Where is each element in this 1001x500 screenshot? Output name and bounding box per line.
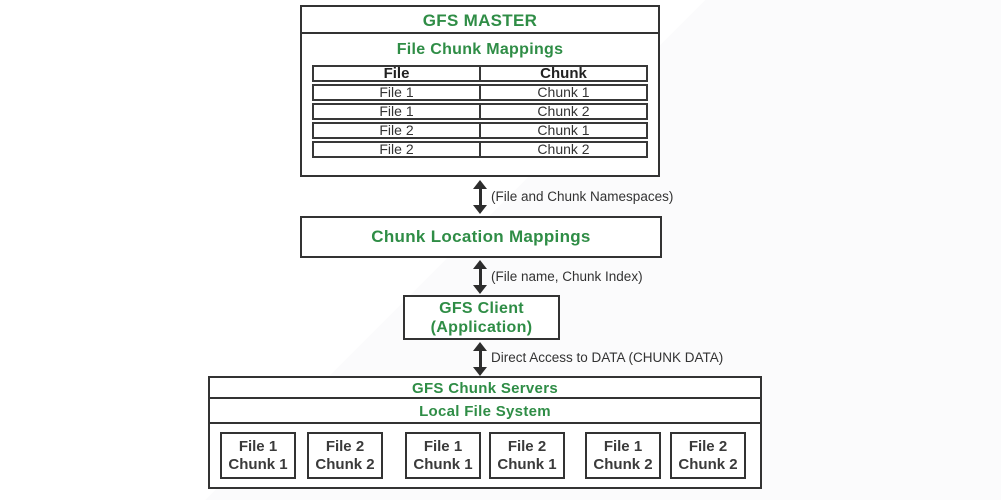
chunk-label: Chunk 1 (228, 455, 288, 473)
column-header-file: File (383, 65, 410, 82)
chunk-cell: Chunk 1 (479, 123, 646, 137)
gfs-client-subtitle: (Application) (430, 318, 533, 336)
file-cell: File 2 (379, 122, 414, 138)
gfs-master-title: GFS MASTER (302, 7, 658, 34)
arrow-head-up (473, 180, 487, 189)
arrow-head-up (473, 342, 487, 351)
chunk-storage-box: File 1 Chunk 2 (585, 432, 661, 479)
table-row: File 2 Chunk 2 (312, 141, 648, 158)
chunk-label: Chunk 2 (678, 455, 738, 473)
chunk-label: Chunk 1 (413, 455, 473, 473)
chunk-label: Chunk 1 (497, 455, 557, 473)
arrow-stem (478, 351, 482, 367)
table-row: File 2 Chunk 1 (312, 122, 648, 139)
chunk-label: Chunk 2 (593, 455, 653, 473)
filename-chunkindex-arrow-label: (File name, Chunk Index) (491, 269, 643, 284)
chunk-storage-box: File 2 Chunk 1 (489, 432, 565, 479)
file-cell: File 1 (379, 103, 414, 119)
table-row: File 1 Chunk 2 (312, 103, 648, 120)
arrow-head-down (473, 205, 487, 214)
direct-access-arrow-label: Direct Access to DATA (CHUNK DATA) (491, 350, 724, 365)
chunk-storage-box: File 1 Chunk 1 (405, 432, 481, 479)
table-header-row: File Chunk (312, 65, 648, 82)
gfs-client-title: GFS Client (439, 299, 524, 317)
file-cell: File 1 (379, 84, 414, 100)
chunk-label: Chunk 2 (315, 455, 375, 473)
local-file-system-title: Local File System (210, 399, 760, 424)
column-header-chunk: Chunk (479, 66, 646, 81)
chunk-cell: Chunk 2 (479, 142, 646, 156)
file-chunk-mappings-title: File Chunk Mappings (396, 41, 564, 58)
gfs-client-box: GFS Client (Application) (403, 295, 560, 340)
gfs-chunk-servers-box: GFS Chunk Servers Local File System File… (208, 376, 762, 489)
file-label: File 2 (507, 437, 547, 455)
file-label: File 2 (325, 437, 365, 455)
double-arrow-icon (473, 342, 487, 376)
double-arrow-icon (473, 180, 487, 214)
arrow-stem (478, 189, 482, 205)
gfs-chunk-servers-title: GFS Chunk Servers (210, 378, 760, 399)
chunk-storage-box: File 2 Chunk 2 (307, 432, 383, 479)
chunk-storage-box: File 1 Chunk 1 (220, 432, 296, 479)
file-label: File 1 (423, 437, 463, 455)
file-chunk-mapping-table: File Chunk File 1 Chunk 1 File 1 Chunk 2… (312, 65, 648, 158)
arrow-head-down (473, 285, 487, 294)
arrow-head-up (473, 260, 487, 269)
file-label: File 1 (238, 437, 278, 455)
chunk-storage-area: File 1 Chunk 1 File 2 Chunk 2 File 1 Chu… (210, 424, 760, 483)
double-arrow-icon (473, 260, 487, 294)
chunk-storage-box: File 2 Chunk 2 (670, 432, 746, 479)
file-label: File 2 (688, 437, 728, 455)
file-label: File 1 (603, 437, 643, 455)
gfs-master-box: GFS MASTER File Chunk Mappings File Chun… (300, 5, 660, 177)
table-row: File 1 Chunk 1 (312, 84, 648, 101)
namespaces-arrow-label: (File and Chunk Namespaces) (491, 189, 674, 204)
arrow-stem (478, 269, 482, 285)
file-cell: File 2 (379, 141, 414, 157)
chunk-location-mappings-box: Chunk Location Mappings (300, 216, 662, 258)
arrow-head-down (473, 367, 487, 376)
chunk-cell: Chunk 2 (479, 104, 646, 118)
chunk-cell: Chunk 1 (479, 85, 646, 99)
